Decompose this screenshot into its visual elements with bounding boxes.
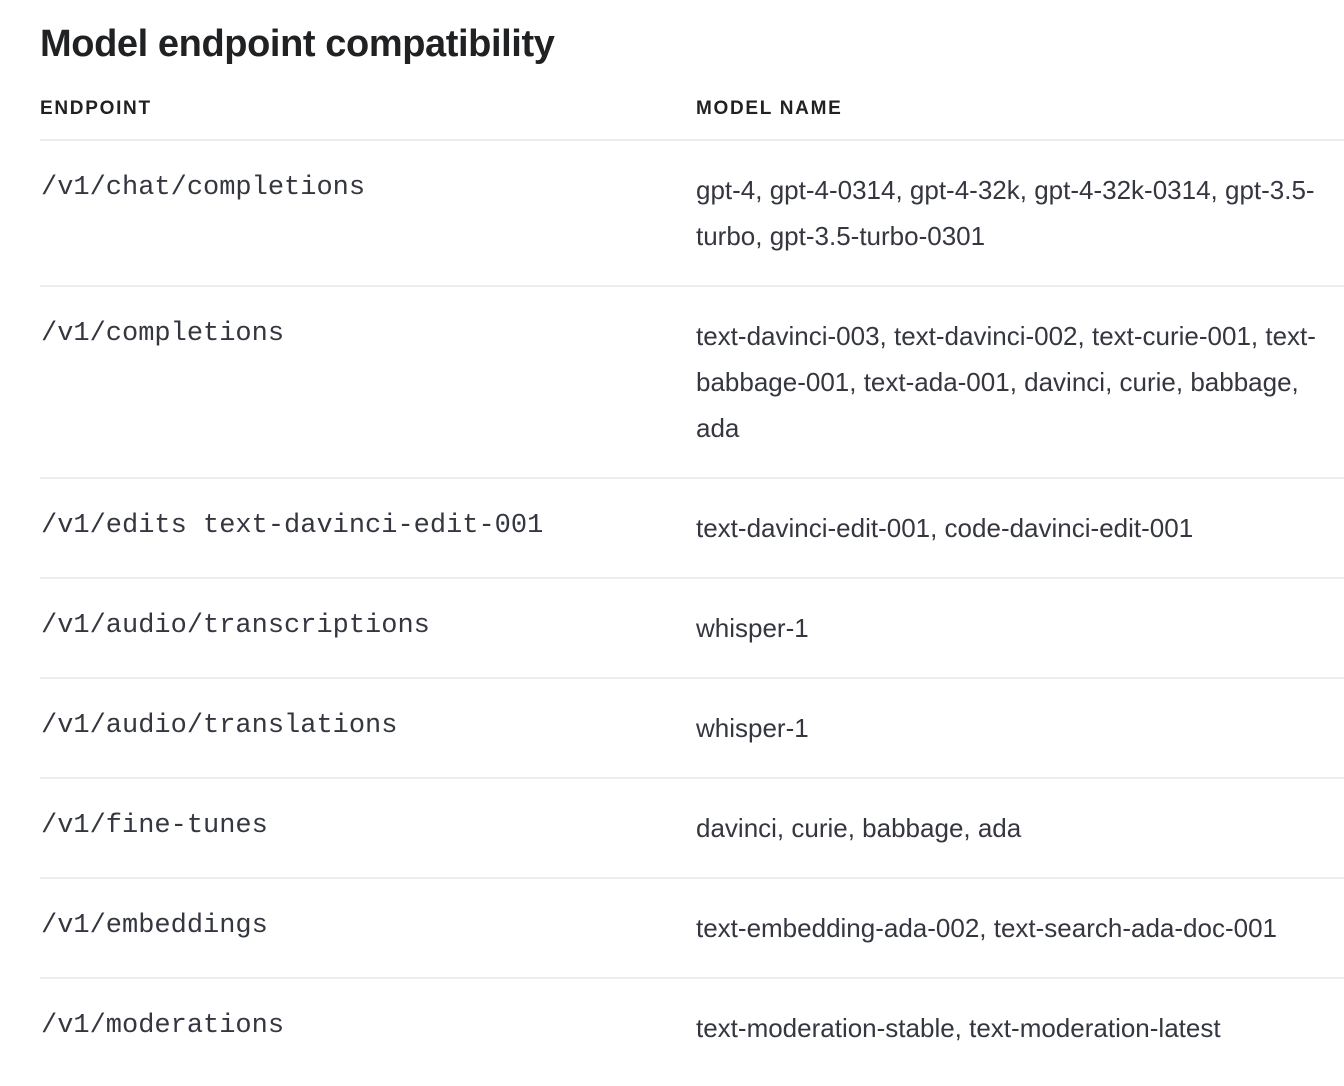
table-body: /v1/chat/completions gpt-4, gpt-4-0314, …: [40, 140, 1344, 1077]
table-row: /v1/embeddings text-embedding-ada-002, t…: [40, 878, 1344, 979]
model-endpoint-compatibility-table: ENDPOINT MODEL NAME /v1/chat/completions…: [40, 98, 1344, 1077]
cell-model-name: text-davinci-003, text-davinci-002, text…: [668, 286, 1344, 479]
table-header: ENDPOINT MODEL NAME: [40, 98, 1344, 141]
cell-model-name: text-embedding-ada-002, text-search-ada-…: [668, 878, 1344, 979]
table-row: /v1/moderations text-moderation-stable, …: [40, 978, 1344, 1077]
cell-endpoint: /v1/chat/completions: [40, 140, 668, 287]
table-row: /v1/audio/translations whisper-1: [40, 678, 1344, 779]
cell-model-name: whisper-1: [668, 678, 1344, 779]
cell-model-name: davinci, curie, babbage, ada: [668, 778, 1344, 879]
table-container: ENDPOINT MODEL NAME /v1/chat/completions…: [0, 98, 1344, 1077]
cell-model-name: text-moderation-stable, text-moderation-…: [696, 1013, 1221, 1043]
cell-endpoint: /v1/moderations: [41, 1011, 285, 1041]
table-row: /v1/audio/transcriptions whisper-1: [40, 578, 1344, 679]
cell-endpoint: /v1/embeddings: [40, 878, 668, 979]
column-header-model-name: MODEL NAME: [668, 98, 1344, 141]
table-row: /v1/completions text-davinci-003, text-d…: [40, 286, 1344, 479]
cell-endpoint: /v1/audio/transcriptions: [40, 578, 668, 679]
cell-endpoint: /v1/completions: [40, 286, 668, 479]
cell-endpoint: /v1/audio/translations: [40, 678, 668, 779]
cell-model-name: text-davinci-edit-001, code-davinci-edit…: [668, 478, 1344, 579]
column-header-endpoint: ENDPOINT: [40, 98, 668, 141]
table-row: /v1/fine-tunes davinci, curie, babbage, …: [40, 778, 1344, 879]
table-row: /v1/edits text-davinci-edit-001 text-dav…: [40, 478, 1344, 579]
cell-endpoint: /v1/edits text-davinci-edit-001: [40, 478, 668, 579]
cell-model-name: gpt-4, gpt-4-0314, gpt-4-32k, gpt-4-32k-…: [668, 140, 1344, 287]
table-row: /v1/chat/completions gpt-4, gpt-4-0314, …: [40, 140, 1344, 287]
cell-model-name: whisper-1: [668, 578, 1344, 679]
cell-endpoint: /v1/fine-tunes: [40, 778, 668, 879]
page-title: Model endpoint compatibility: [40, 23, 555, 65]
table-header-row: ENDPOINT MODEL NAME: [40, 98, 1344, 141]
